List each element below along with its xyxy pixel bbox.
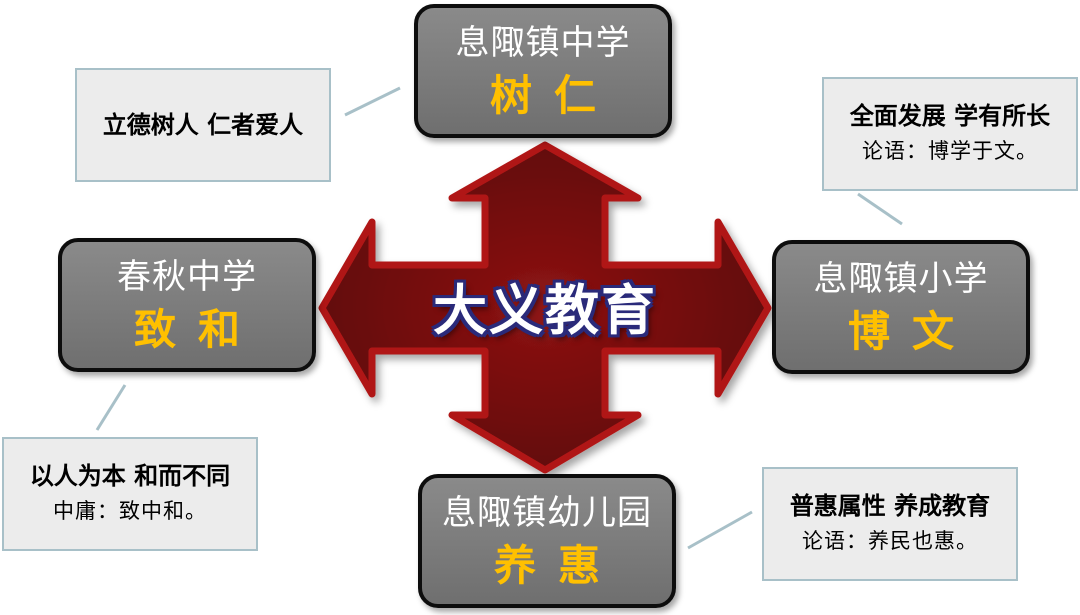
note-quote: 论语：博学于文。 — [862, 139, 1038, 163]
connector-right — [857, 192, 903, 226]
note-main: 普惠属性 养成教育 — [789, 492, 991, 520]
connector-top — [344, 86, 401, 117]
school-motto: 博文 — [847, 307, 976, 356]
school-motto: 致和 — [133, 305, 262, 354]
note-main: 全面发展 学有所长 — [849, 102, 1051, 130]
note-quote: 中庸：致中和。 — [53, 499, 207, 523]
school-box-left: 春秋中学 致和 — [58, 238, 316, 372]
note-top: 立德树人 仁者爱人 — [75, 68, 331, 182]
connector-bottom — [687, 510, 753, 550]
note-quote: 论语：养民也惠。 — [802, 529, 978, 553]
school-motto: 养惠 — [493, 541, 622, 590]
note-bottom: 普惠属性 养成教育 论语：养民也惠。 — [762, 467, 1018, 581]
note-main: 以人为本 和而不同 — [29, 462, 231, 490]
connector-left — [95, 384, 127, 431]
school-name: 春秋中学 — [117, 257, 257, 297]
four-way-arrow — [318, 141, 772, 474]
school-name: 息陬镇小学 — [813, 259, 989, 299]
school-name: 息陬镇幼儿园 — [442, 493, 652, 533]
note-right: 全面发展 学有所长 论语：博学于文。 — [822, 77, 1078, 191]
school-name: 息陬镇中学 — [455, 23, 631, 63]
note-main: 立德树人 仁者爱人 — [102, 111, 304, 139]
school-motto: 树仁 — [489, 71, 618, 120]
note-left: 以人为本 和而不同 中庸：致中和。 — [2, 437, 258, 551]
school-box-right: 息陬镇小学 博文 — [772, 240, 1030, 374]
center-label: 大义教育 — [433, 279, 657, 342]
school-box-bottom: 息陬镇幼儿园 养惠 — [418, 474, 676, 608]
school-box-top: 息陬镇中学 树仁 — [414, 4, 672, 138]
